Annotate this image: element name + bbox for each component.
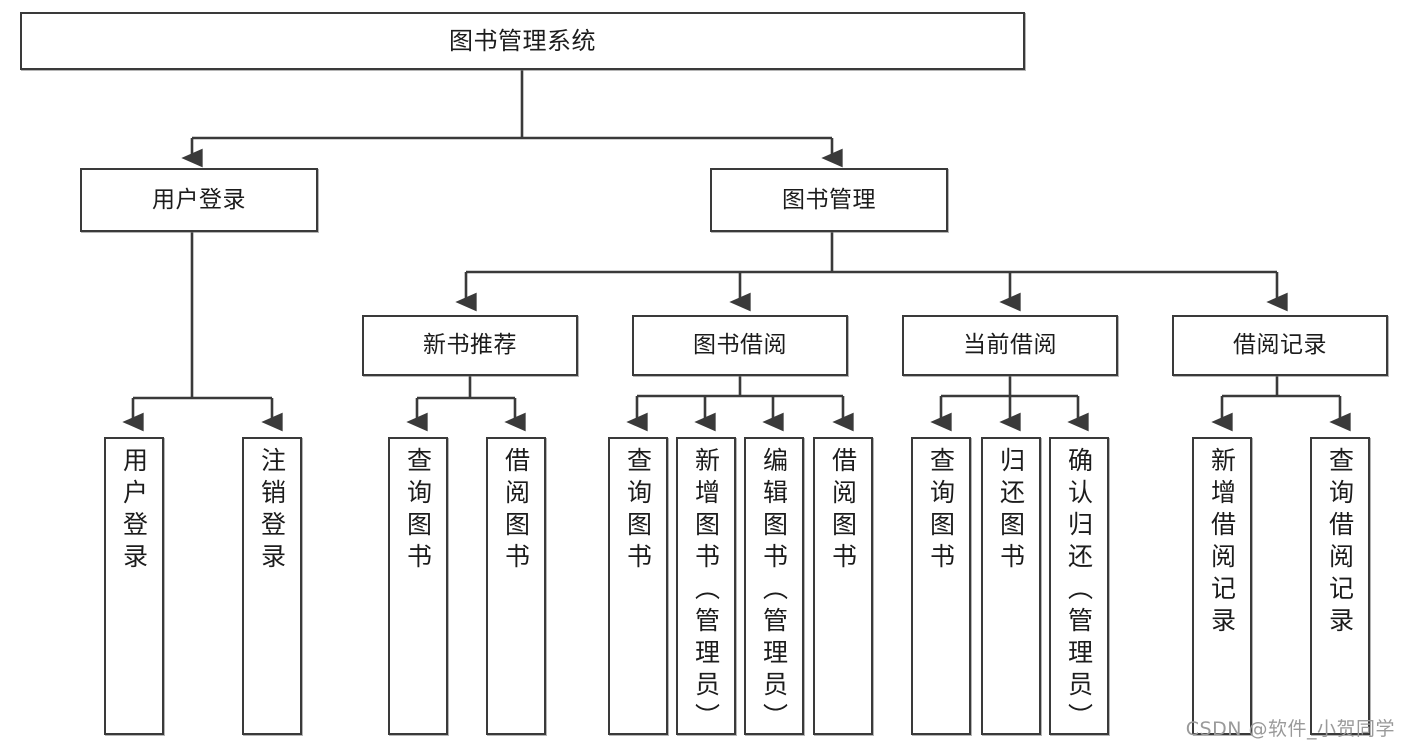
node-root-system[interactable]: 图书管理系统 bbox=[20, 12, 1025, 70]
node-label: 图书借阅 bbox=[693, 332, 787, 358]
leaf-user-login-logout[interactable]: 注销登录 bbox=[242, 437, 302, 735]
node-label: 查询图书 bbox=[623, 447, 653, 575]
leaf-current-query-book[interactable]: 查询图书 bbox=[911, 437, 971, 735]
node-label: 当前借阅 bbox=[963, 332, 1057, 358]
node-label: 借阅图书 bbox=[501, 447, 531, 575]
node-label: 借阅记录 bbox=[1233, 332, 1327, 358]
node-new-book-recommend[interactable]: 新书推荐 bbox=[362, 315, 578, 376]
csdn-watermark: CSDN @软件_小贺同学 bbox=[1185, 718, 1395, 740]
node-book-borrow[interactable]: 图书借阅 bbox=[632, 315, 848, 376]
node-label: 新增图书（管理员） bbox=[691, 447, 721, 735]
node-label: 归还图书 bbox=[996, 447, 1026, 575]
node-borrow-record[interactable]: 借阅记录 bbox=[1172, 315, 1388, 376]
node-label: 图书管理系统 bbox=[449, 27, 596, 55]
leaf-borrow-borrow-book[interactable]: 借阅图书 bbox=[813, 437, 873, 735]
leaf-borrow-edit-book-admin[interactable]: 编辑图书（管理员） bbox=[744, 437, 804, 735]
node-label: 新增借阅记录 bbox=[1207, 447, 1237, 639]
leaf-user-login-login[interactable]: 用户登录 bbox=[104, 437, 164, 735]
leaf-current-confirm-return-admin[interactable]: 确认归还（管理员） bbox=[1049, 437, 1109, 735]
node-user-login[interactable]: 用户登录 bbox=[80, 168, 318, 232]
node-label: 用户登录 bbox=[119, 447, 149, 575]
node-label: 图书管理 bbox=[782, 186, 876, 213]
node-current-borrow[interactable]: 当前借阅 bbox=[902, 315, 1118, 376]
leaf-recommend-borrow-book[interactable]: 借阅图书 bbox=[486, 437, 546, 735]
node-label: 注销登录 bbox=[257, 447, 287, 575]
node-label: 用户登录 bbox=[152, 186, 246, 213]
node-label: 借阅图书 bbox=[828, 447, 858, 575]
leaf-current-return-book[interactable]: 归还图书 bbox=[981, 437, 1041, 735]
node-label: 查询图书 bbox=[403, 447, 433, 575]
node-label: 查询图书 bbox=[926, 447, 956, 575]
leaf-borrow-add-book-admin[interactable]: 新增图书（管理员） bbox=[676, 437, 736, 735]
node-label: 确认归还（管理员） bbox=[1064, 447, 1094, 735]
node-book-management[interactable]: 图书管理 bbox=[710, 168, 948, 232]
node-label: 编辑图书（管理员） bbox=[759, 447, 789, 735]
leaf-recommend-query-book[interactable]: 查询图书 bbox=[388, 437, 448, 735]
node-label: 查询借阅记录 bbox=[1325, 447, 1355, 639]
node-label: 新书推荐 bbox=[423, 332, 517, 358]
leaf-borrow-query-book[interactable]: 查询图书 bbox=[608, 437, 668, 735]
leaf-record-add-record[interactable]: 新增借阅记录 bbox=[1192, 437, 1252, 735]
leaf-record-query-record[interactable]: 查询借阅记录 bbox=[1310, 437, 1370, 735]
